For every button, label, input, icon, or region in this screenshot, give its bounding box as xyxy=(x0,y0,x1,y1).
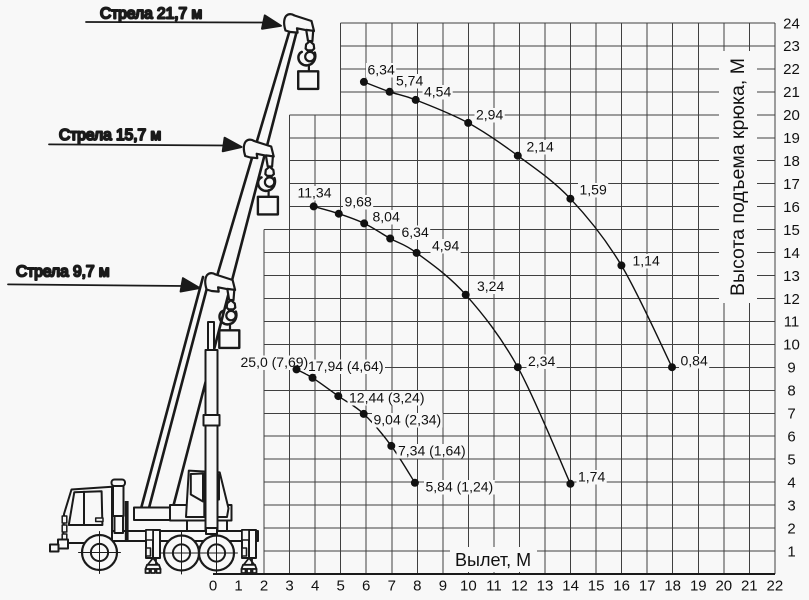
svg-text:21: 21 xyxy=(783,84,800,101)
svg-text:13: 13 xyxy=(783,268,800,285)
svg-text:12: 12 xyxy=(511,578,528,595)
svg-text:4: 4 xyxy=(787,475,795,492)
svg-text:9,68: 9,68 xyxy=(345,194,372,210)
svg-text:1,14: 1,14 xyxy=(633,253,660,269)
svg-text:4,94: 4,94 xyxy=(432,238,459,254)
svg-text:Стрела 9,7 м: Стрела 9,7 м xyxy=(16,264,110,281)
svg-text:3,24: 3,24 xyxy=(477,278,504,294)
svg-text:15: 15 xyxy=(783,222,800,239)
svg-text:11,34: 11,34 xyxy=(298,185,332,201)
svg-text:16: 16 xyxy=(783,199,800,216)
svg-text:19: 19 xyxy=(690,578,707,595)
svg-text:10: 10 xyxy=(460,578,477,595)
svg-text:23: 23 xyxy=(783,38,800,55)
svg-text:6,34: 6,34 xyxy=(368,62,395,78)
svg-text:1,74: 1,74 xyxy=(578,469,605,485)
svg-text:9: 9 xyxy=(439,578,447,595)
svg-text:2,34: 2,34 xyxy=(528,353,555,369)
svg-text:0,84: 0,84 xyxy=(681,353,708,369)
svg-text:2,14: 2,14 xyxy=(527,139,554,155)
svg-text:8,04: 8,04 xyxy=(373,209,400,225)
svg-text:2: 2 xyxy=(787,520,795,537)
svg-text:22: 22 xyxy=(767,578,784,595)
svg-text:7,34 (1,64): 7,34 (1,64) xyxy=(398,443,466,459)
svg-text:5: 5 xyxy=(787,452,795,469)
svg-text:18: 18 xyxy=(783,153,800,170)
svg-text:7: 7 xyxy=(787,406,795,423)
svg-text:2,94: 2,94 xyxy=(476,107,503,123)
svg-text:12: 12 xyxy=(783,291,800,308)
svg-text:24: 24 xyxy=(783,15,800,32)
svg-text:Вылет, М: Вылет, М xyxy=(455,550,531,570)
svg-text:4,54: 4,54 xyxy=(424,84,451,100)
svg-text:6,34: 6,34 xyxy=(402,224,429,240)
svg-text:20: 20 xyxy=(783,107,800,124)
svg-text:Стрела 15,7 м: Стрела 15,7 м xyxy=(59,127,161,144)
svg-text:9: 9 xyxy=(787,360,795,377)
svg-text:12,44 (3,24): 12,44 (3,24) xyxy=(349,390,425,406)
svg-text:14: 14 xyxy=(562,578,579,595)
svg-text:7: 7 xyxy=(388,578,396,595)
svg-text:6: 6 xyxy=(787,429,795,446)
svg-text:8: 8 xyxy=(413,578,421,595)
svg-text:1,59: 1,59 xyxy=(580,182,607,198)
svg-text:19: 19 xyxy=(783,130,800,147)
svg-text:14: 14 xyxy=(783,245,800,262)
svg-text:6: 6 xyxy=(362,578,370,595)
svg-text:11: 11 xyxy=(486,578,502,595)
svg-text:18: 18 xyxy=(664,578,681,595)
svg-text:17: 17 xyxy=(639,578,656,595)
svg-text:Высота подъема крюка, М: Высота подъема крюка, М xyxy=(727,58,749,296)
svg-text:1: 1 xyxy=(787,543,795,560)
svg-text:16: 16 xyxy=(613,578,630,595)
svg-text:0: 0 xyxy=(209,578,217,595)
svg-text:9,04 (2,34): 9,04 (2,34) xyxy=(374,412,442,428)
svg-text:5,74: 5,74 xyxy=(396,73,423,89)
svg-text:21: 21 xyxy=(741,578,758,595)
svg-text:1: 1 xyxy=(234,578,242,595)
svg-text:4: 4 xyxy=(311,578,319,595)
svg-text:10: 10 xyxy=(783,337,800,354)
svg-text:2: 2 xyxy=(260,578,268,595)
svg-text:25,0 (7,69): 25,0 (7,69) xyxy=(241,354,309,370)
svg-text:17,94 (4,64): 17,94 (4,64) xyxy=(308,358,384,374)
svg-text:17: 17 xyxy=(783,176,800,193)
svg-text:8: 8 xyxy=(787,383,795,400)
svg-text:11: 11 xyxy=(784,314,800,331)
svg-text:15: 15 xyxy=(588,578,605,595)
svg-text:5: 5 xyxy=(337,578,345,595)
svg-text:3: 3 xyxy=(285,578,293,595)
svg-text:13: 13 xyxy=(537,578,554,595)
svg-text:5,84 (1,24): 5,84 (1,24) xyxy=(426,479,494,495)
svg-text:22: 22 xyxy=(783,61,800,78)
svg-text:3: 3 xyxy=(787,497,795,514)
svg-text:20: 20 xyxy=(715,578,732,595)
svg-text:Стрела 21,7 м: Стрела 21,7 м xyxy=(100,6,202,23)
